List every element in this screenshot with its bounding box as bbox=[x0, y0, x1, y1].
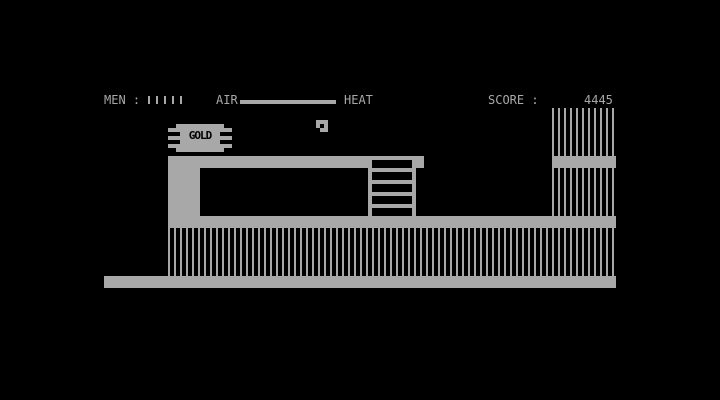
wall-ledge bbox=[552, 156, 616, 168]
ladder-rung bbox=[372, 180, 412, 184]
score-label: SCORE : bbox=[488, 93, 539, 107]
wall-stripes-mid bbox=[552, 168, 616, 216]
gold-frame-right bbox=[220, 136, 232, 140]
wall-stripes-top bbox=[552, 108, 616, 156]
life-marker bbox=[164, 96, 166, 104]
life-marker bbox=[180, 96, 182, 104]
player-notch bbox=[316, 128, 320, 132]
gold-frame-left bbox=[168, 136, 180, 140]
gold-frame-top bbox=[176, 124, 224, 128]
score-value: 4445 bbox=[584, 93, 613, 107]
ladder-rung bbox=[372, 192, 412, 196]
floor-stripes bbox=[168, 228, 616, 276]
ladder-rung bbox=[372, 168, 412, 172]
gold-frame-bottom bbox=[176, 148, 224, 152]
ladder-rail-right bbox=[412, 156, 416, 216]
air-label: AIR bbox=[216, 93, 238, 107]
life-marker bbox=[148, 96, 150, 104]
ladder-rung bbox=[372, 156, 412, 160]
main-floor bbox=[168, 216, 616, 228]
lives-indicator bbox=[148, 96, 188, 104]
player-eye bbox=[320, 124, 324, 128]
ground-bar bbox=[104, 276, 616, 288]
upper-ledge bbox=[168, 156, 372, 168]
ladder-rail-left bbox=[368, 156, 372, 216]
life-marker bbox=[156, 96, 158, 104]
gold-plate bbox=[180, 128, 220, 148]
life-marker bbox=[172, 96, 174, 104]
men-label: MEN : bbox=[104, 93, 141, 107]
heat-label: HEAT bbox=[344, 93, 373, 107]
left-pillar bbox=[168, 168, 200, 216]
air-meter-fill bbox=[240, 100, 336, 104]
gold-label: GOLD bbox=[188, 129, 213, 142]
ladder-rung bbox=[372, 204, 412, 208]
air-meter bbox=[240, 100, 336, 104]
